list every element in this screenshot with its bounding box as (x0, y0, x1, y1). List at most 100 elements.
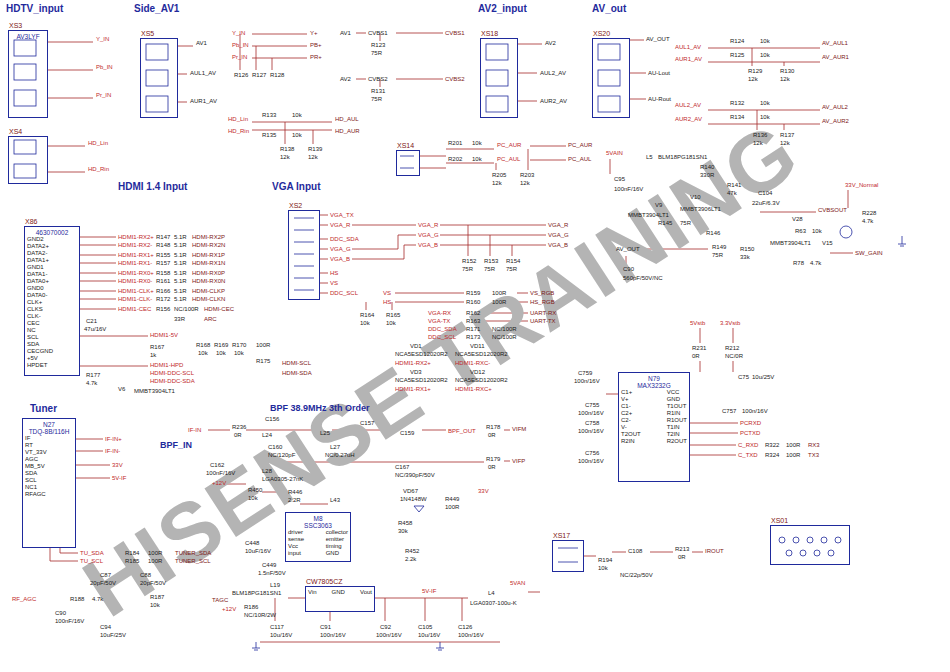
schematic-label: R129 (748, 68, 762, 74)
schematic-label: 5.1R (174, 234, 187, 240)
schematic-label: 12k (780, 76, 790, 82)
schematic-label: DDC_SDA (330, 236, 359, 242)
schematic-label: V9 (655, 202, 662, 208)
schematic-label: R155 (156, 252, 170, 258)
schematic-label: VGA-RX (428, 310, 451, 316)
pin-name: R1IN (667, 410, 687, 417)
pin-name: DATA1- (27, 271, 53, 278)
schematic-label: AV1 (196, 40, 207, 46)
schematic-label: HDMI1-RX0- (118, 278, 152, 284)
schematic-label: 5.1R (174, 278, 187, 284)
schematic-label: PC_AUR (568, 142, 592, 148)
pin-name: DATA1+ (27, 257, 53, 264)
schematic-label: Y_IN (232, 30, 245, 36)
schematic-label: 100R (492, 299, 506, 305)
schematic-label: R159 (466, 290, 480, 296)
schematic-label: R449 (445, 496, 459, 502)
rca-socket-symbol (14, 90, 36, 106)
schematic-label: R168 (196, 342, 210, 348)
schematic-label: TUNER_SDA (175, 550, 211, 556)
schematic-label: R141 (727, 182, 741, 188)
schematic-label: VIFP (512, 458, 525, 464)
schematic-label: VGA_G (418, 232, 439, 238)
schematic-label: HD_Rin (228, 128, 249, 134)
schematic-label: NC/100R (492, 334, 517, 340)
schematic-label: R163 (466, 318, 480, 324)
schematic-label: VD67 (403, 488, 418, 494)
schematic-label: R172 (156, 296, 170, 302)
section-title: Side_AV1 (134, 4, 179, 14)
schematic-label: 5V-IF (422, 588, 436, 594)
part-number: SSC3063 (288, 522, 348, 529)
schematic-label: HDMI-RX2P (192, 234, 225, 240)
schematic-label: R203 (520, 172, 534, 178)
dsub-pin-symbol (786, 550, 792, 556)
section-title: HDMI 1.4 Input (118, 182, 187, 192)
schematic-label: PC_AUL (497, 156, 520, 162)
schematic-label: 5V-IF (112, 475, 126, 481)
pin-name: VCC (667, 389, 687, 396)
schematic-label: NC/0R (725, 353, 743, 359)
schematic-label: V28 (792, 216, 803, 222)
schematic-label: C449 (262, 562, 276, 568)
schematic-label: C448 (245, 540, 259, 546)
schematic-label: V10 (690, 194, 701, 200)
schematic-label: AUR1_AV (190, 98, 217, 104)
schematic-label: 100n/16V (376, 632, 402, 638)
schematic-label: HDMI1-RX0+ (118, 270, 154, 276)
schematic-label: PCTXD (740, 430, 760, 436)
schematic-label: 12k (780, 140, 790, 146)
schematic-label: 0R (692, 353, 700, 359)
schematic-label: C126 (458, 624, 472, 630)
schematic-label: 100R (148, 558, 162, 564)
schematic-label: PB+ (310, 42, 322, 48)
wire (48, 33, 443, 172)
schematic-label: 5.1R (174, 270, 187, 276)
schematic-label: R136 (753, 132, 767, 138)
schematic-label: 75R (712, 252, 723, 258)
schematic-label: R167 (150, 344, 164, 350)
pin-name: Vout (360, 589, 372, 596)
schematic-label: 0R (488, 464, 496, 470)
pin-name: GND (326, 550, 348, 557)
schematic-label: VD11 (470, 343, 485, 349)
rca-socket-symbol (486, 70, 508, 86)
schematic-label: Pb_IN (232, 42, 249, 48)
schematic-label: R124 (730, 38, 744, 44)
schematic-label: 33R (174, 316, 185, 322)
schematic-label: 5VAN (510, 580, 525, 586)
schematic-label: 12k (308, 154, 318, 160)
part-designator: XS3 (9, 22, 22, 29)
schematic-label: R125 (730, 52, 744, 58)
schematic-label: 20pF/50V (90, 580, 116, 586)
diode-symbol (414, 506, 424, 512)
schematic-label: UART-RX (530, 310, 556, 316)
schematic-label: R184 (125, 550, 139, 556)
dsub-pin-symbol (814, 550, 820, 556)
schematic-label: 20pF/50V (140, 580, 166, 586)
schematic-label: V6 (118, 386, 125, 392)
schematic-label: DDC_SCL (428, 334, 456, 340)
schematic-label: 1N4148W (400, 496, 427, 502)
schematic-label: 10k (472, 156, 482, 162)
part-number: N79 (621, 375, 687, 382)
schematic-label: C94 (100, 624, 111, 630)
schematic-label: R177 (86, 372, 100, 378)
schematic-label: 100n/16V (578, 458, 604, 464)
schematic-label: R322 (765, 442, 779, 448)
schematic-label: +12V (222, 606, 236, 612)
schematic-label: 5.1R (174, 296, 187, 302)
schematic-label: AV2 (340, 76, 351, 82)
schematic-label: L4 (488, 590, 495, 596)
schematic-label: 100R (148, 550, 162, 556)
section-title: AV2_input (478, 4, 527, 14)
schematic-label: 4.7k (810, 260, 821, 266)
schematic-label: C_RXD (738, 442, 758, 448)
schematic-label: R127 (252, 72, 266, 78)
schematic-label: 10k (760, 114, 770, 120)
schematic-label: 100n/16V (578, 410, 604, 416)
pin-list: IFRTVT_33VAGCMB_5VSDASCLNC1RFAGC (25, 435, 73, 498)
schematic-label: HDMI1-RX2+ (118, 234, 154, 240)
part-number: 463070002 (27, 229, 77, 236)
pin-name: T1IN (667, 424, 687, 431)
